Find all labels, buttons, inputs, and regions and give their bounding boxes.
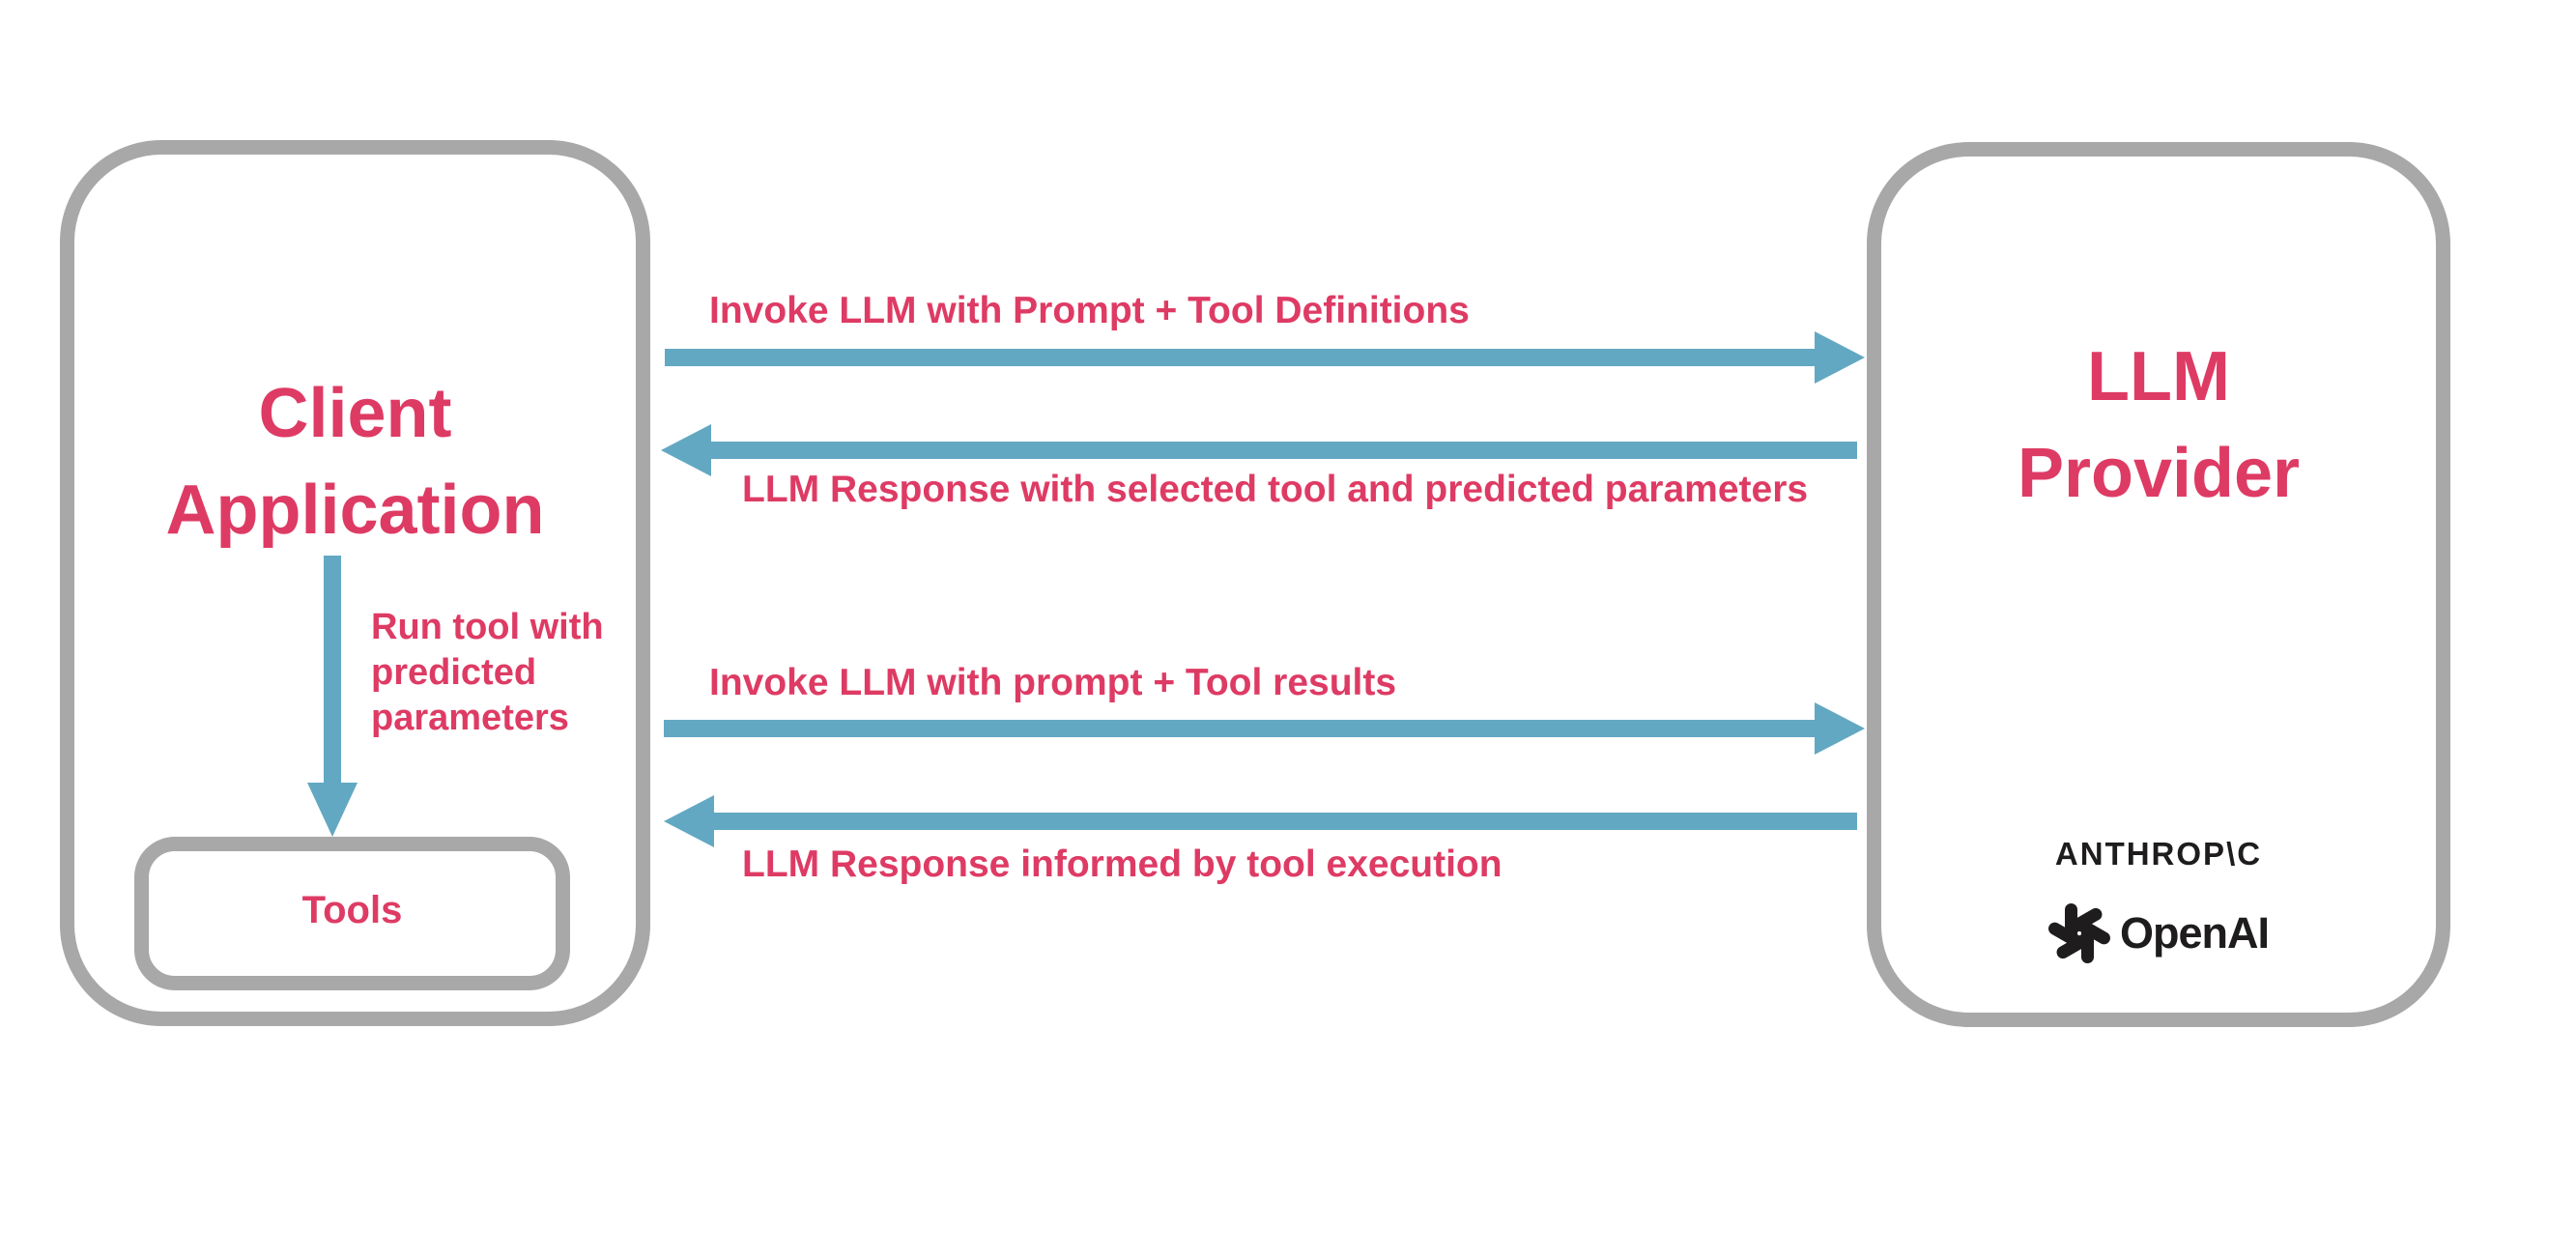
llm-provider-title: LLM Provider <box>1881 329 2436 522</box>
arrow-invoke-definitions-body <box>665 349 1815 366</box>
openai-wordmark: OpenAI <box>2119 908 2270 958</box>
label-run-tool: Run tool with predicted parameters <box>371 607 604 738</box>
llm-provider-box: LLM Provider ANTHROP\C OpenAI <box>1867 142 2450 1027</box>
label-response-with-tool: LLM Response with selected tool and pred… <box>742 469 1809 510</box>
arrow-invoke-results-head-icon <box>1815 702 1865 755</box>
arrow-run-tool-body <box>324 556 341 783</box>
arrow-invoke-definitions-head-icon <box>1815 331 1865 384</box>
client-title-line2: Application <box>165 472 545 549</box>
tools-box: Tools <box>134 837 570 990</box>
openai-logo: OpenAI <box>1881 902 2436 964</box>
label-invoke-with-results: Invoke LLM with prompt + Tool results <box>709 662 1397 703</box>
llm-title-line1: LLM <box>2087 338 2230 415</box>
arrow-response-informed-body <box>714 813 1857 830</box>
anthropic-logo: ANTHROP\C <box>2054 836 2263 872</box>
arrow-invoke-results-body <box>664 720 1815 737</box>
llm-title-line2: Provider <box>2017 435 2301 512</box>
label-response-informed: LLM Response informed by tool execution <box>742 843 1503 885</box>
client-application-box: Client Application Tools <box>60 140 650 1026</box>
arrow-response-informed-head-icon <box>664 795 714 847</box>
client-title-line1: Client <box>258 375 452 452</box>
arrow-run-tool-head-icon <box>307 783 358 837</box>
label-invoke-with-definitions: Invoke LLM with Prompt + Tool Definition… <box>709 290 1470 331</box>
openai-icon <box>2048 903 2110 963</box>
tools-label: Tools <box>301 889 403 931</box>
arrow-response-tool-head-icon <box>661 424 711 476</box>
client-application-title: Client Application <box>74 365 636 558</box>
arrow-response-tool-body <box>711 442 1857 459</box>
